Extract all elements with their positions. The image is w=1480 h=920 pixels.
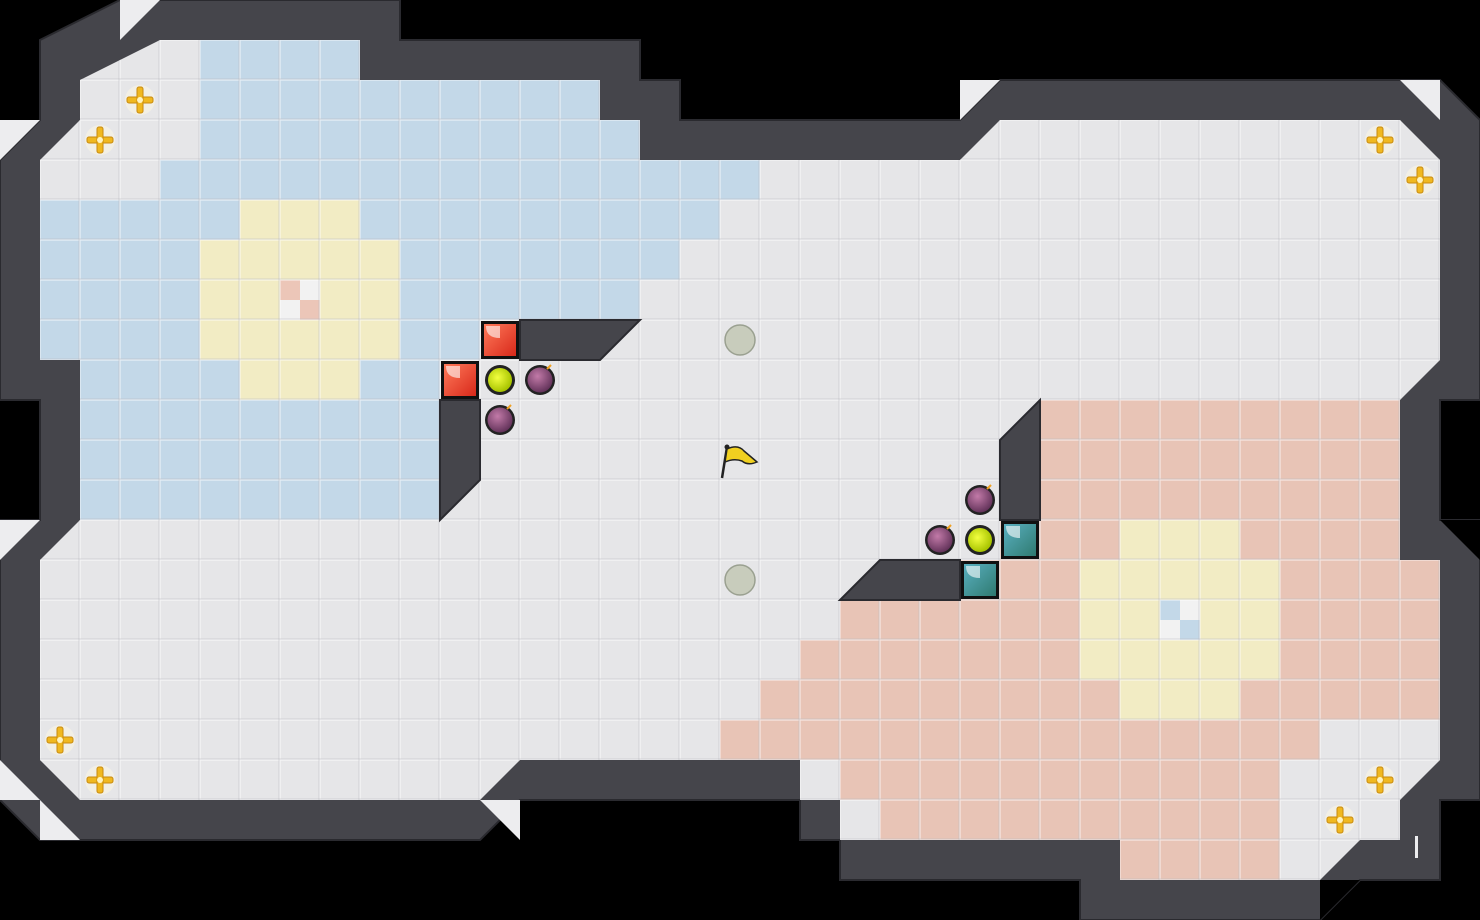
exit-marker [1415,836,1418,858]
inner-wall-right [999,397,1041,521]
spawn-cross-icon[interactable] [45,725,75,755]
inner-wall-left [439,399,481,523]
bomb-icon[interactable] [925,524,955,555]
spawn-cross-icon[interactable] [85,125,115,155]
spawn-cross-icon[interactable] [85,765,115,795]
inner-wall-top [519,319,643,361]
team-block-red-1[interactable] [481,321,519,359]
team-block-red-2[interactable] [441,361,479,399]
inner-walls [439,319,1041,601]
team-block-teal-2[interactable] [961,561,999,599]
team-block-teal-1[interactable] [1001,521,1039,559]
spawn-cross-icon[interactable] [1365,765,1395,795]
bomb-icon[interactable] [525,364,555,395]
inner-wall-bottom [837,559,961,601]
bomb-icon[interactable] [965,484,995,515]
spawn-cross-icon[interactable] [1405,165,1435,195]
power-orb-icon[interactable] [485,365,515,395]
spawn-cross-icon[interactable] [1325,805,1355,835]
bomb-icon[interactable] [485,404,515,435]
flag-icon[interactable] [720,444,759,479]
power-orb-icon[interactable] [965,525,995,555]
spawn-cross-icon[interactable] [125,85,155,115]
neutral-circle-icon[interactable] [724,564,756,596]
spawn-cross-icon[interactable] [1365,125,1395,155]
neutral-circle-icon[interactable] [724,324,756,356]
